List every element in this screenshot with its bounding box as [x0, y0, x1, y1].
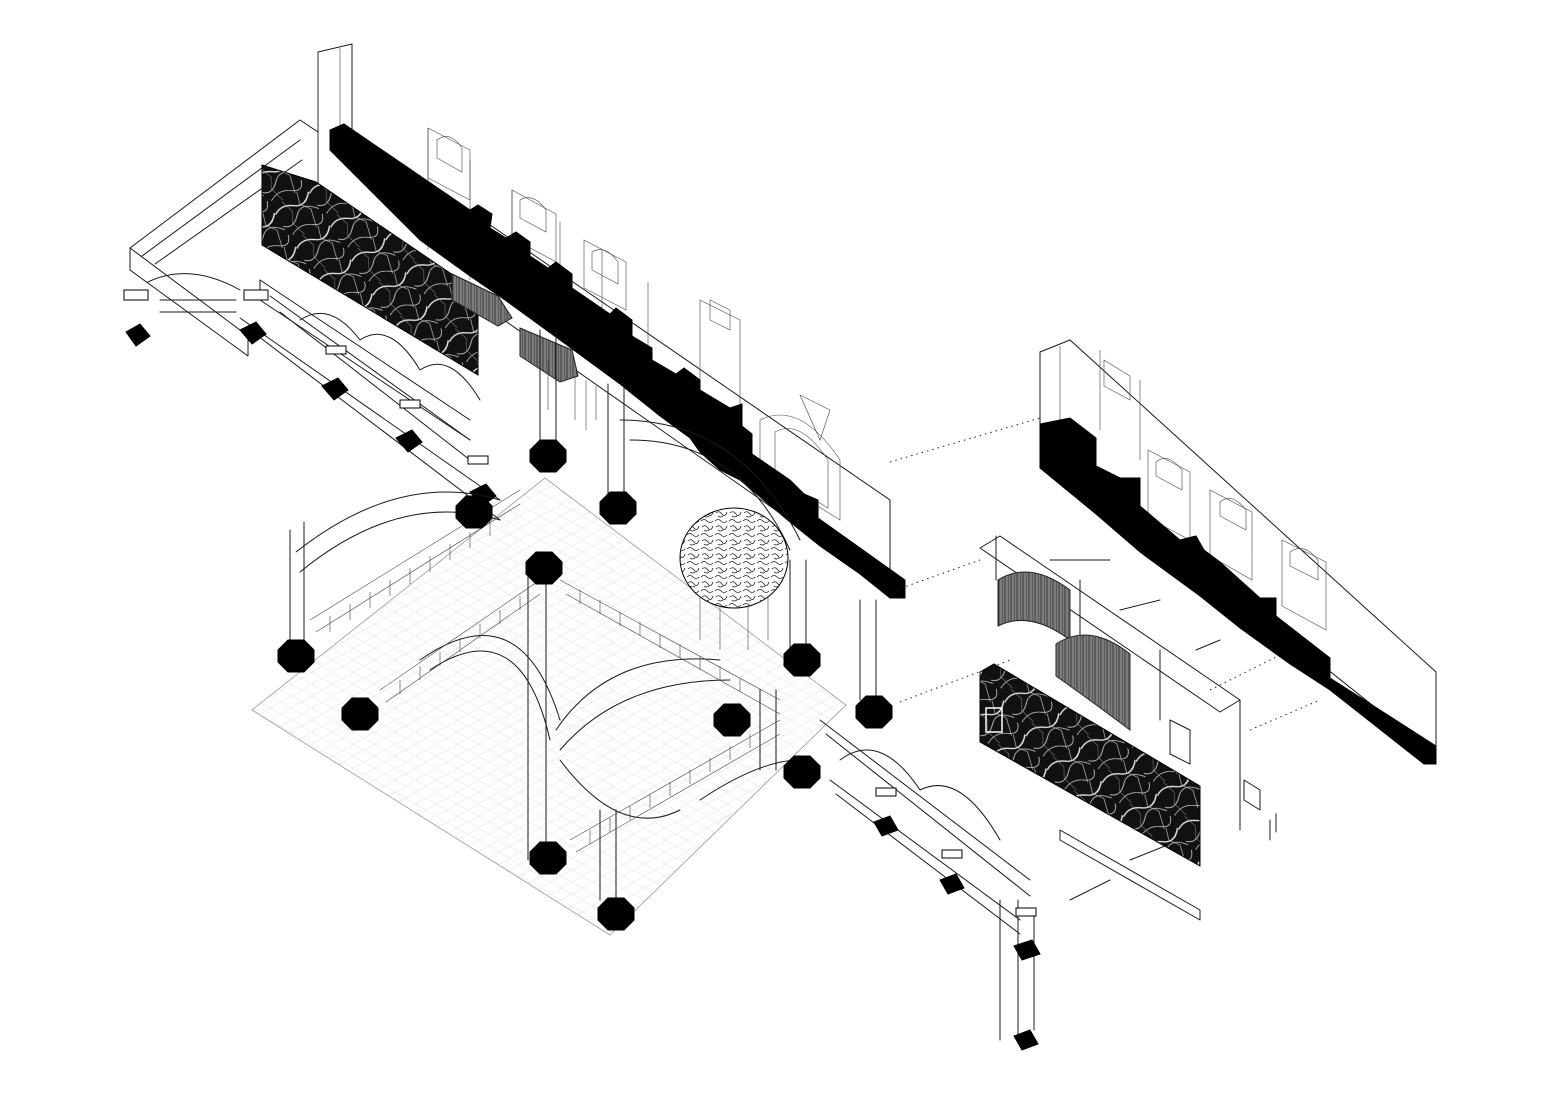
column-base — [395, 429, 423, 453]
column-base — [525, 551, 563, 585]
column-base — [599, 491, 637, 525]
floor-grid — [251, 477, 847, 936]
column-base — [1013, 939, 1041, 961]
patterned-canopy — [679, 507, 789, 609]
column-bases-central — [277, 439, 893, 931]
column-base — [783, 643, 821, 677]
column-base — [873, 815, 899, 837]
column-base — [529, 841, 567, 875]
column-base — [783, 755, 821, 789]
column-base — [239, 321, 267, 345]
column-base — [455, 495, 493, 529]
lattice-screen-upper-a — [451, 273, 513, 327]
column-base — [1013, 1029, 1039, 1051]
column-base — [855, 695, 893, 729]
column-base — [341, 697, 379, 731]
marble-panel-right — [979, 663, 1201, 867]
central-courtyard — [277, 329, 893, 931]
arcade-bridge — [819, 719, 1041, 1051]
lattice-screen-curved-b — [1055, 634, 1131, 731]
lattice-screen-upper-b — [519, 327, 579, 383]
lattice-screen-curved-a — [997, 571, 1071, 641]
column-base — [713, 703, 751, 737]
column-base — [939, 873, 965, 895]
left-wing — [123, 119, 597, 521]
column-base — [277, 639, 315, 673]
column-base — [597, 897, 635, 931]
right-interior — [979, 535, 1277, 921]
right-wall — [1039, 339, 1437, 765]
column-base — [125, 323, 151, 347]
column-base — [529, 439, 567, 473]
section-cut-right — [1039, 417, 1437, 765]
marble-panel-left — [261, 164, 479, 376]
section-cut-upper — [329, 123, 906, 599]
column-base — [321, 377, 349, 401]
